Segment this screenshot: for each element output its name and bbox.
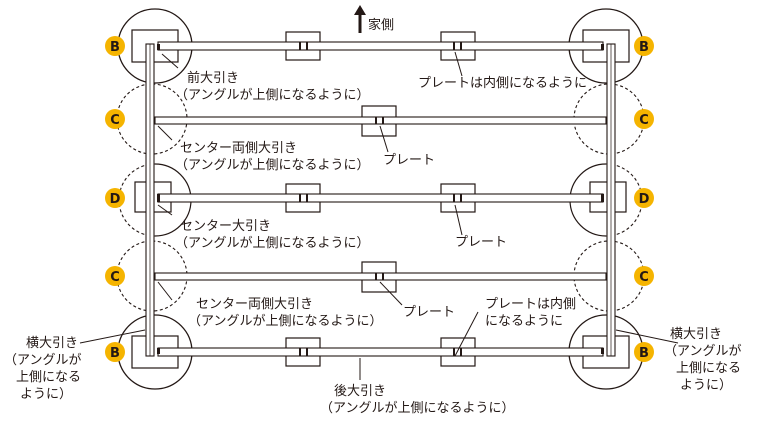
corner-plate-top-right [582,29,630,63]
label-plate-1: プレート [383,153,435,168]
badge-b-top-left: B [105,36,125,56]
bolt-marks [157,42,604,356]
badge-d-row3-right: D [634,188,654,208]
label-side-left-2: （アングルが [4,353,81,368]
badge-c-row4-left: C [105,266,125,286]
svg-text:B: B [110,346,120,361]
badge-c-row2-left: C [105,109,125,129]
rear-beam [157,347,604,357]
badge-b-top-right: B [634,36,654,56]
leader-lines [79,51,679,380]
label-front-beam-note: （アングルが上側になるように） [175,88,369,103]
house-direction-label: 家側 [368,17,394,33]
house-direction-arrow-head [354,5,366,15]
label-plate-inner-bottom-1: プレートは内側 [485,296,576,312]
svg-text:D: D [110,192,121,207]
svg-text:C: C [639,113,649,128]
label-plate-inner-bottom-2: になるように [485,314,563,329]
label-side-right-2: （アングルが [664,344,741,359]
label-center-both-1: センター両側大引き [180,141,297,156]
svg-text:B: B [110,40,120,55]
label-side-left-1: 横大引き [26,336,78,351]
label-center-both-1-note: （アングルが上側になるように） [175,158,369,173]
front-beam [157,41,604,51]
badge-b-bottom-right: B [634,342,654,362]
center-both-beam-2 [154,272,607,281]
badge-d-row3-left: D [105,188,125,208]
label-center-both-2: センター両側大引き [196,297,313,312]
svg-text:D: D [639,192,650,207]
label-side-left-3: 上側になる [16,370,81,385]
badge-b-bottom-left: B [105,342,125,362]
svg-text:C: C [110,270,120,285]
label-center-beam-note: （アングルが上側になるように） [175,236,369,251]
badge-c-row2-right: C [634,109,654,129]
badge-c-row4-right: C [634,266,654,286]
label-side-right-3: 上側になる [676,361,741,376]
label-plate-inner-top: プレートは内側になるように [418,75,587,91]
label-front-beam: 前大引き [187,70,239,86]
label-side-right-4: ように） [680,378,732,393]
svg-text:C: C [639,270,649,285]
center-beam [157,193,604,203]
label-rear-beam: 後大引き [334,384,386,399]
label-center-both-2-note: （アングルが上側になるように） [188,314,382,329]
label-side-right-1: 横大引き [670,327,722,342]
label-plate-2: プレート [455,235,507,250]
label-center-beam: センター大引き [180,219,271,234]
svg-text:B: B [639,40,649,55]
label-rear-beam-note: （アングルが上側になるように） [320,401,514,416]
label-side-left-4: ように） [20,387,72,402]
center-both-beam-1 [154,116,607,125]
svg-text:B: B [639,346,649,361]
svg-text:C: C [110,113,120,128]
label-plate-3: プレート [403,305,455,320]
